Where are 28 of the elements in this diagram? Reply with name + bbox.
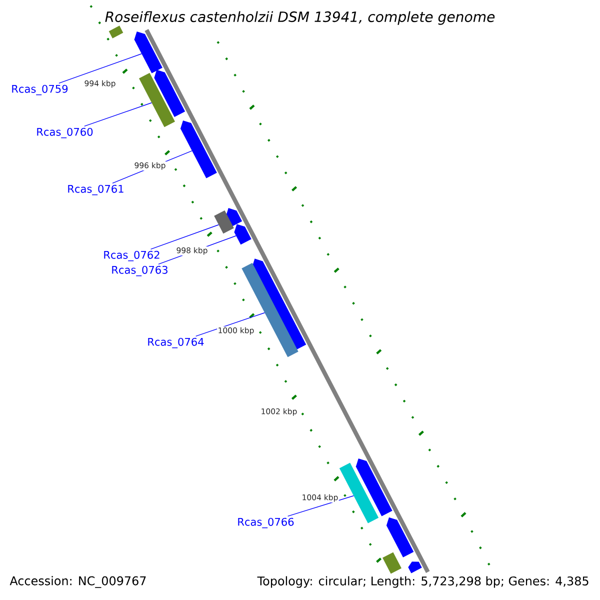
gene-bar bbox=[386, 517, 414, 558]
gene-label: Rcas_0766 bbox=[238, 518, 294, 528]
gene-bar bbox=[139, 72, 175, 128]
leader-line bbox=[58, 53, 142, 84]
gene-label: Rcas_0761 bbox=[68, 184, 124, 196]
gene-bar bbox=[134, 31, 162, 74]
leader-line bbox=[150, 224, 220, 250]
gene-label: Rcas_0763 bbox=[112, 266, 168, 276]
accession-text: Accession: NC_009767 bbox=[10, 576, 146, 588]
gene-bar bbox=[242, 262, 298, 358]
gene-label: Rcas_0760 bbox=[37, 128, 93, 138]
gene-bar bbox=[108, 26, 124, 38]
gene-label: Rcas_0762 bbox=[104, 250, 160, 262]
genome-info-text: Topology: circular; Length: 5,723,298 bp; Genes: 4,385 bbox=[257, 576, 588, 588]
gene-bar bbox=[339, 462, 379, 524]
gene-bar bbox=[408, 562, 422, 574]
gene-bar bbox=[234, 224, 252, 245]
leader-line bbox=[196, 312, 266, 337]
gene-bar bbox=[180, 120, 217, 178]
title: Roseiflexus castenholzii DSM 13941, complete genome bbox=[105, 11, 495, 25]
gene-bar bbox=[382, 552, 402, 574]
gene-bar bbox=[154, 70, 186, 117]
gene-label: Rcas_0759 bbox=[12, 84, 68, 96]
leader-line bbox=[84, 102, 152, 127]
leader-line bbox=[287, 495, 354, 517]
gene-label: Rcas_0764 bbox=[148, 338, 204, 348]
gene-bar bbox=[214, 210, 234, 234]
gene-bar bbox=[356, 458, 392, 516]
